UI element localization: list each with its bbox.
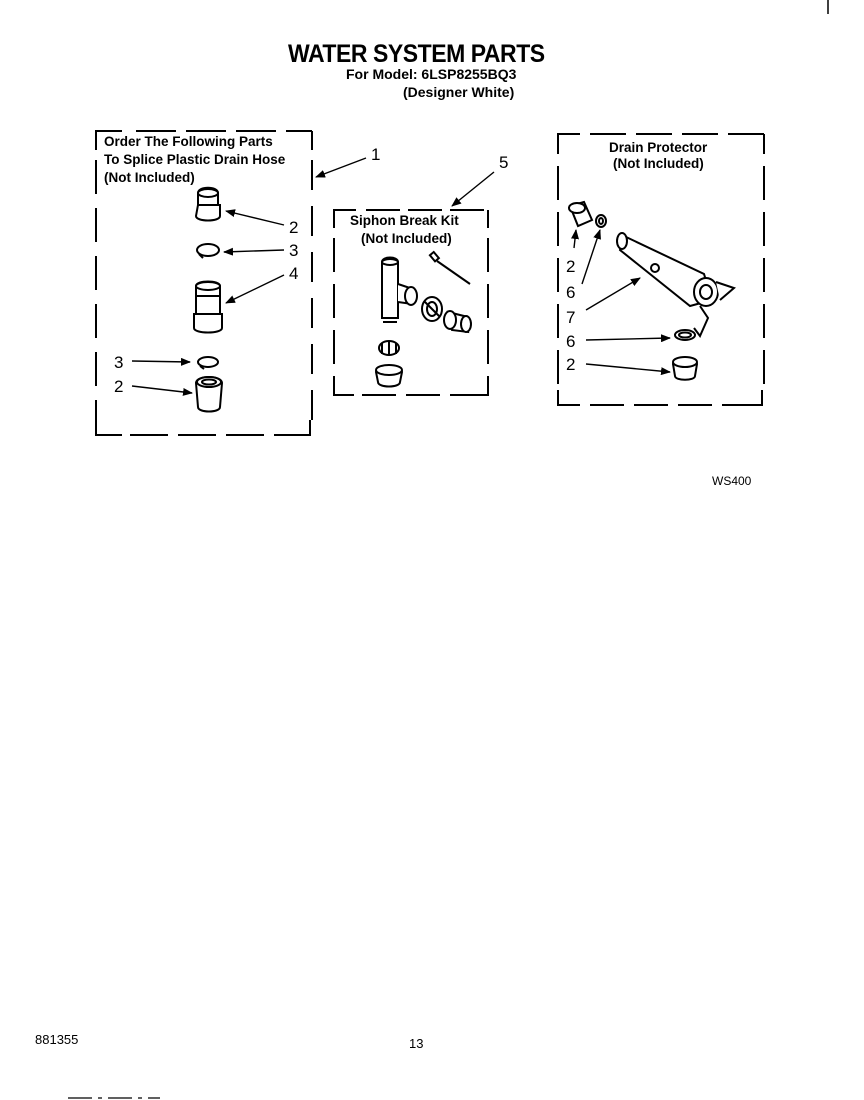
leader-splice-3-bottom [131,357,191,366]
leader-drain-6-bottom [585,334,671,343]
splice-clamp-top [196,243,220,259]
callout-splice-3-top: 3 [289,241,299,260]
leader-drain-2-top [571,229,579,249]
page-number: 13 [409,1036,424,1051]
diagram-code: WS400 [712,474,752,488]
doc-number: 881355 [35,1032,79,1047]
drain-group-label-line1: Drain Protector [609,140,708,155]
splice-group-label-line1: Order The Following Parts [104,134,273,149]
drain-group-label-line2: (Not Included) [613,156,704,171]
siphon-nut [421,296,443,322]
leader-drain-7 [585,277,641,311]
splice-coupler-bottom [194,376,224,413]
drain-protector-body [616,232,736,338]
callout-drain-6-top: 6 [566,283,576,302]
siphon-fitting [443,310,472,334]
siphon-group-label-line1: Siphon Break Kit [350,213,459,228]
callout-splice-kit: 1 [371,145,381,164]
siphon-nut-bottom [378,340,400,356]
leader-splice-4 [225,274,285,304]
model-line: For Model: 6LSP8255BQ3 [346,66,517,82]
drain-coupler-top [568,200,594,228]
splice-connector [193,280,223,334]
callout-splice-4: 4 [289,264,299,283]
splice-clamp-bottom [197,356,219,370]
siphon-group-box [333,209,489,396]
siphon-tie-strap [428,250,471,285]
drain-washer-bottom [674,329,696,341]
leader-drain-6-top [581,229,601,285]
model-variant: (Designer White) [403,84,515,100]
callout-splice-2-bottom: 2 [114,377,124,396]
drain-washer-top [595,214,607,228]
splice-coupler-top [194,186,221,222]
leader-siphon-kit [451,171,495,207]
splice-group-label-line3: (Not Included) [104,170,195,185]
callout-drain-2-top: 2 [566,257,576,276]
leader-splice-kit [315,157,367,178]
splice-group-box [95,130,313,436]
callout-drain-2-bottom: 2 [566,355,576,374]
siphon-coupler-bottom [374,364,404,388]
leader-splice-2-top [225,209,285,226]
callout-drain-7: 7 [566,308,576,327]
drain-coupler-bottom [671,356,699,381]
callout-splice-2-top: 2 [289,218,299,237]
siphon-tee [381,256,418,323]
leader-splice-3-top [223,247,285,256]
splice-group-label-line2: To Splice Plastic Drain Hose [104,152,286,167]
callout-siphon-kit: 5 [499,153,509,172]
leader-drain-2-bottom [585,363,671,376]
leader-splice-2-bottom [131,385,193,396]
siphon-group-label-line2: (Not Included) [361,231,452,246]
callout-drain-6-bottom: 6 [566,332,576,351]
drain-group-box [557,133,765,406]
callout-splice-3-bottom: 3 [114,353,124,372]
page-title: WATER SYSTEM PARTS [288,40,545,68]
